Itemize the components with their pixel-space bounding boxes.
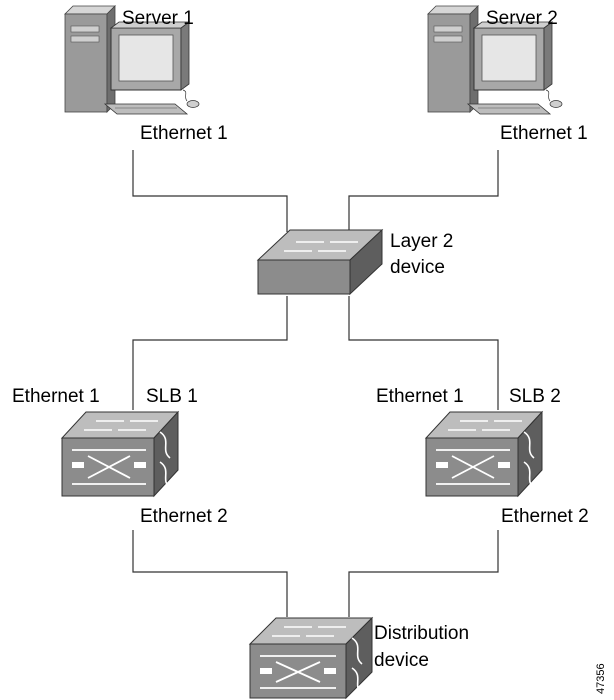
distribution-switch-icon — [248, 616, 374, 700]
mouse-cable — [545, 89, 551, 102]
server-tower — [427, 5, 479, 15]
link-slb1-distribution — [132, 530, 288, 617]
connections — [132, 150, 499, 617]
dist-port — [324, 668, 336, 674]
monitor-screen — [118, 34, 174, 82]
dist-port — [260, 668, 272, 674]
layer2-label-line2: device — [390, 257, 445, 278]
slb-top-arrows — [84, 420, 158, 431]
layer2-switch-icon — [256, 228, 384, 296]
link-layer2-slb2 — [348, 296, 499, 410]
distribution-label-line1: Distribution — [374, 623, 469, 644]
keyboard-icon — [466, 103, 552, 115]
monitor-side — [543, 21, 553, 91]
server-tower — [64, 5, 116, 15]
figure-id: 47356 — [595, 663, 607, 694]
slb-port — [436, 462, 448, 468]
monitor-screen — [481, 34, 537, 82]
mouse-icon — [549, 100, 563, 108]
slb-1-port-in-label: Ethernet 1 — [12, 386, 100, 407]
slb-1-label: SLB 1 — [146, 386, 198, 407]
mouse-cable — [182, 89, 188, 102]
slb-2-port-in-label: Ethernet 1 — [376, 386, 464, 407]
slb-1-port-out-label: Ethernet 2 — [140, 506, 228, 527]
server-1-port-label: Ethernet 1 — [140, 123, 228, 144]
server-2 — [427, 5, 563, 115]
distribution-label-line2: device — [374, 650, 429, 671]
link-slb2-distribution — [348, 530, 499, 617]
drive-bay — [70, 25, 100, 33]
dist-top-arrows — [272, 626, 346, 637]
slb-side-arrows — [159, 431, 171, 489]
switch-front — [257, 259, 351, 295]
monitor-top — [109, 21, 191, 29]
server-2-port-label: Ethernet 1 — [500, 123, 588, 144]
dist-front-cross — [260, 655, 336, 689]
slb-port — [72, 462, 84, 468]
monitor-side — [180, 21, 190, 91]
keyboard-icon — [103, 103, 189, 115]
slb-2-icon — [424, 410, 544, 498]
monitor-top — [472, 21, 554, 29]
slb-top-arrows — [448, 420, 522, 431]
slb-front-cross — [436, 449, 510, 485]
drive-bay — [433, 35, 463, 43]
switch-arrows — [284, 241, 358, 252]
link-server1-layer2 — [132, 150, 288, 232]
slb-2-port-out-label: Ethernet 2 — [501, 506, 589, 527]
layer2-label-line1: Layer 2 — [390, 231, 453, 252]
drive-bay — [70, 35, 100, 43]
slb-port — [134, 462, 146, 468]
slb-front-cross — [72, 449, 146, 485]
server-2-label: Server 2 — [486, 8, 558, 29]
slb-2-label: SLB 2 — [509, 386, 561, 407]
drive-bay — [433, 25, 463, 33]
dist-side-arrows — [351, 637, 363, 695]
mouse-icon — [186, 100, 200, 108]
slb-1-icon — [60, 410, 180, 498]
server-1-label: Server 1 — [122, 8, 194, 29]
link-layer2-slb1 — [132, 296, 288, 410]
slb-side-arrows — [523, 431, 535, 489]
link-server2-layer2 — [348, 150, 499, 232]
server-1 — [64, 5, 200, 115]
switch-side — [349, 228, 383, 296]
slb-port — [498, 462, 510, 468]
